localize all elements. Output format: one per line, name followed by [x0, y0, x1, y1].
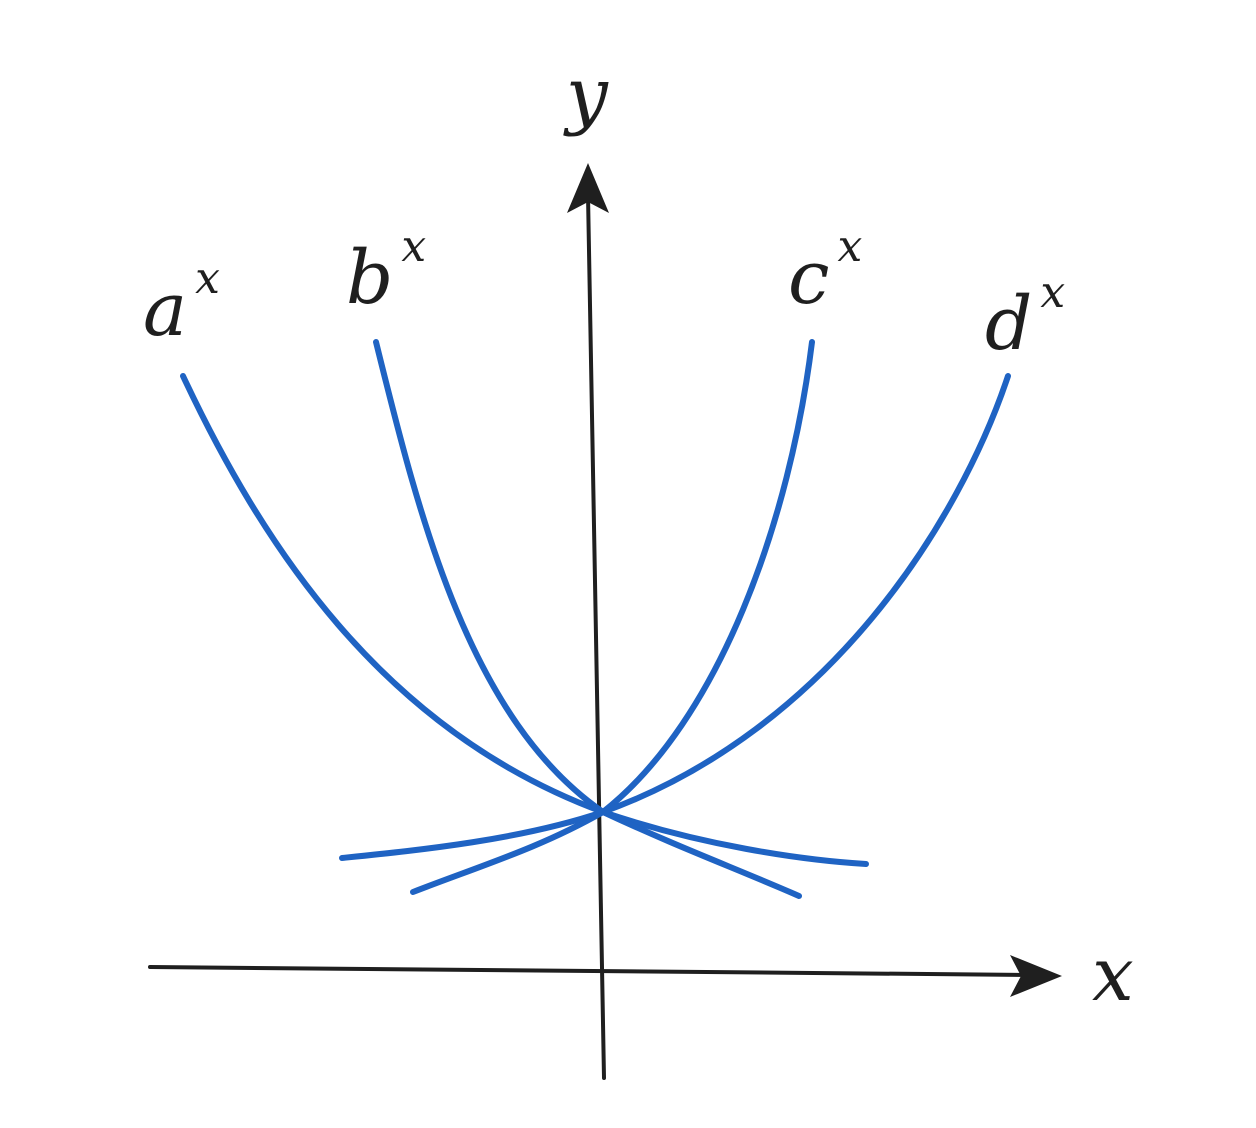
y-axis-arrowhead [567, 163, 609, 213]
y-axis-label: y [563, 52, 609, 138]
curve-a [180, 373, 869, 867]
x-axis: x [148, 932, 1134, 1018]
curve-a-exponent: x [195, 253, 220, 304]
x-axis-arrowhead [1010, 955, 1062, 997]
y-axis-line [586, 193, 606, 1080]
curve-c-exponent: x [837, 221, 862, 272]
y-axis: y [563, 52, 609, 1080]
curve-b [373, 339, 802, 899]
curve-b-exponent: x [401, 221, 426, 272]
x-axis-line [148, 965, 1037, 977]
curve-c-base: c [788, 235, 829, 321]
curves [180, 339, 1011, 899]
curve-b-base: b [346, 235, 393, 321]
curve-d-exponent: x [1040, 267, 1065, 318]
curve-a-base: a [143, 267, 187, 353]
curve-d [339, 373, 1011, 861]
x-axis-label: x [1092, 932, 1134, 1018]
curve-c [410, 339, 815, 895]
curve-d-base: d [985, 281, 1032, 367]
